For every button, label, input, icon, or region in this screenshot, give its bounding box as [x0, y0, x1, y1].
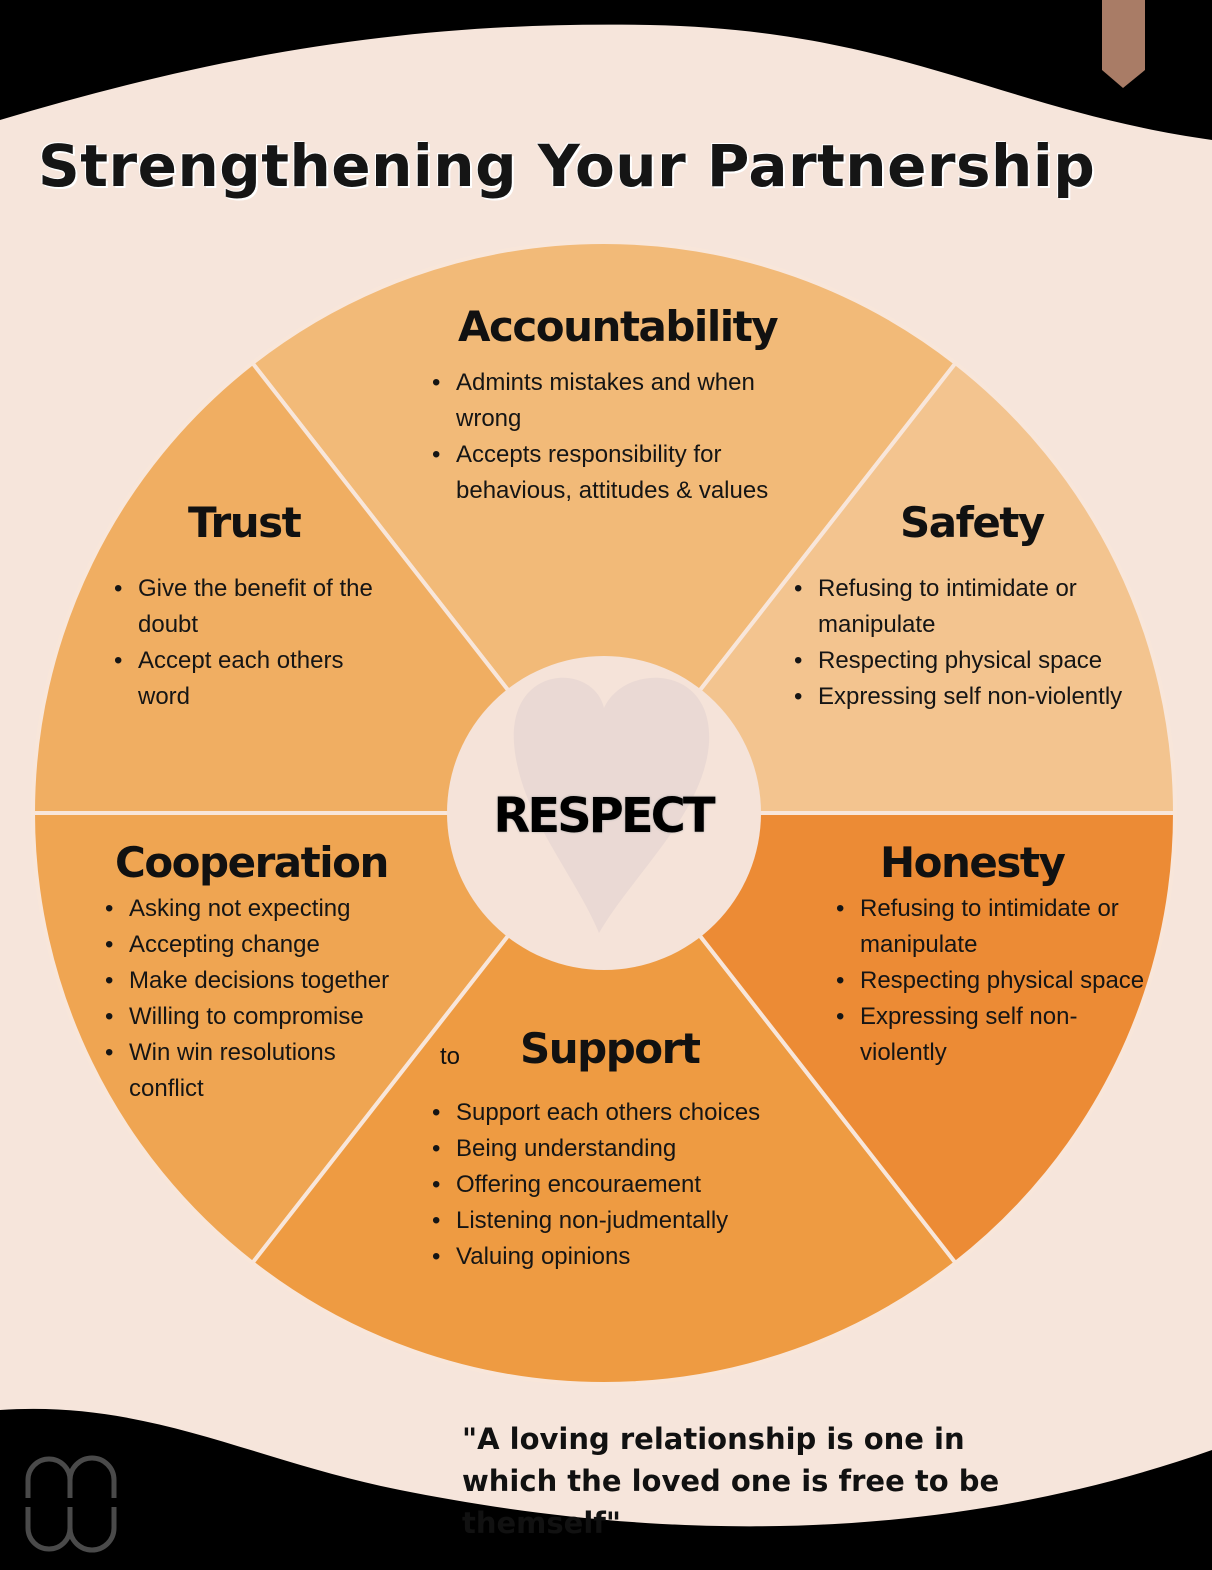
center-label: RESPECT [493, 788, 715, 844]
list-item: Win win resolutions conflict [103, 1035, 413, 1107]
list-item: Accepting change [103, 927, 413, 963]
section-cooperation: Cooperation Asking not expectingAcceptin… [103, 838, 413, 1107]
list-item: Respecting physical space [834, 963, 1154, 999]
bullet-list: Admints mistakes and when wrongAccepts r… [430, 365, 790, 509]
bullet-list: Support each others choicesBeing underst… [430, 1095, 790, 1275]
list-item: Expressing self non-violently [834, 999, 1154, 1071]
bottom-wave [0, 1408, 1212, 1570]
list-item: Give the benefit of the doubt [112, 571, 402, 643]
list-item: Accept each others word [112, 643, 402, 715]
list-item: Asking not expecting [103, 891, 413, 927]
list-item: Being understanding [430, 1131, 790, 1167]
section-title: Support [520, 1024, 701, 1073]
bookmark-icon [1102, 0, 1145, 88]
list-item: Support each others choices [430, 1095, 790, 1131]
bullet-list: Refusing to intimidate or manipulateResp… [834, 891, 1154, 1071]
section-title: Accountability [458, 302, 779, 351]
list-item: Respecting physical space [792, 643, 1152, 679]
top-wave [0, 0, 1212, 140]
logo-icon [25, 1455, 117, 1553]
bullet-list: Refusing to intimidate or manipulateResp… [792, 571, 1152, 715]
section-title: Honesty [880, 838, 1066, 887]
list-item: Refusing to intimidate or manipulate [834, 891, 1154, 963]
heart-icon [513, 677, 710, 933]
section-accountability: Accountability Admints mistakes and when… [430, 302, 790, 509]
section-honesty: Honesty Refusing to intimidate or manipu… [834, 838, 1154, 1071]
section-title: Cooperation [115, 838, 389, 887]
list-item: Willing to compromise [103, 999, 413, 1035]
stray-text: to [440, 1043, 461, 1070]
list-item: Accepts responsibility for behavious, at… [430, 437, 790, 509]
section-title: Safety [900, 498, 1045, 547]
list-item: Listening non-judmentally [430, 1203, 790, 1239]
section-safety: Safety Refusing to intimidate or manipul… [792, 498, 1152, 715]
list-item: Make decisions together [103, 963, 413, 999]
bullet-list: Give the benefit of the doubtAccept each… [112, 571, 402, 715]
quote: "A loving relationship is one in which t… [462, 1422, 1000, 1540]
section-support: Support Support each others choicesBeing… [430, 1024, 790, 1275]
list-item: Valuing opinions [430, 1239, 790, 1275]
section-trust: Trust Give the benefit of the doubtAccep… [112, 498, 402, 715]
list-item: Admints mistakes and when wrong [430, 365, 790, 437]
list-item: Refusing to intimidate or manipulate [792, 571, 1152, 643]
list-item: Expressing self non-violently [792, 679, 1152, 715]
bullet-list: Asking not expectingAccepting changeMake… [103, 891, 413, 1107]
list-item: Offering encouraement [430, 1167, 790, 1203]
section-title: Trust [188, 498, 302, 547]
page-title: Strengthening Your Partnership [38, 132, 1096, 200]
